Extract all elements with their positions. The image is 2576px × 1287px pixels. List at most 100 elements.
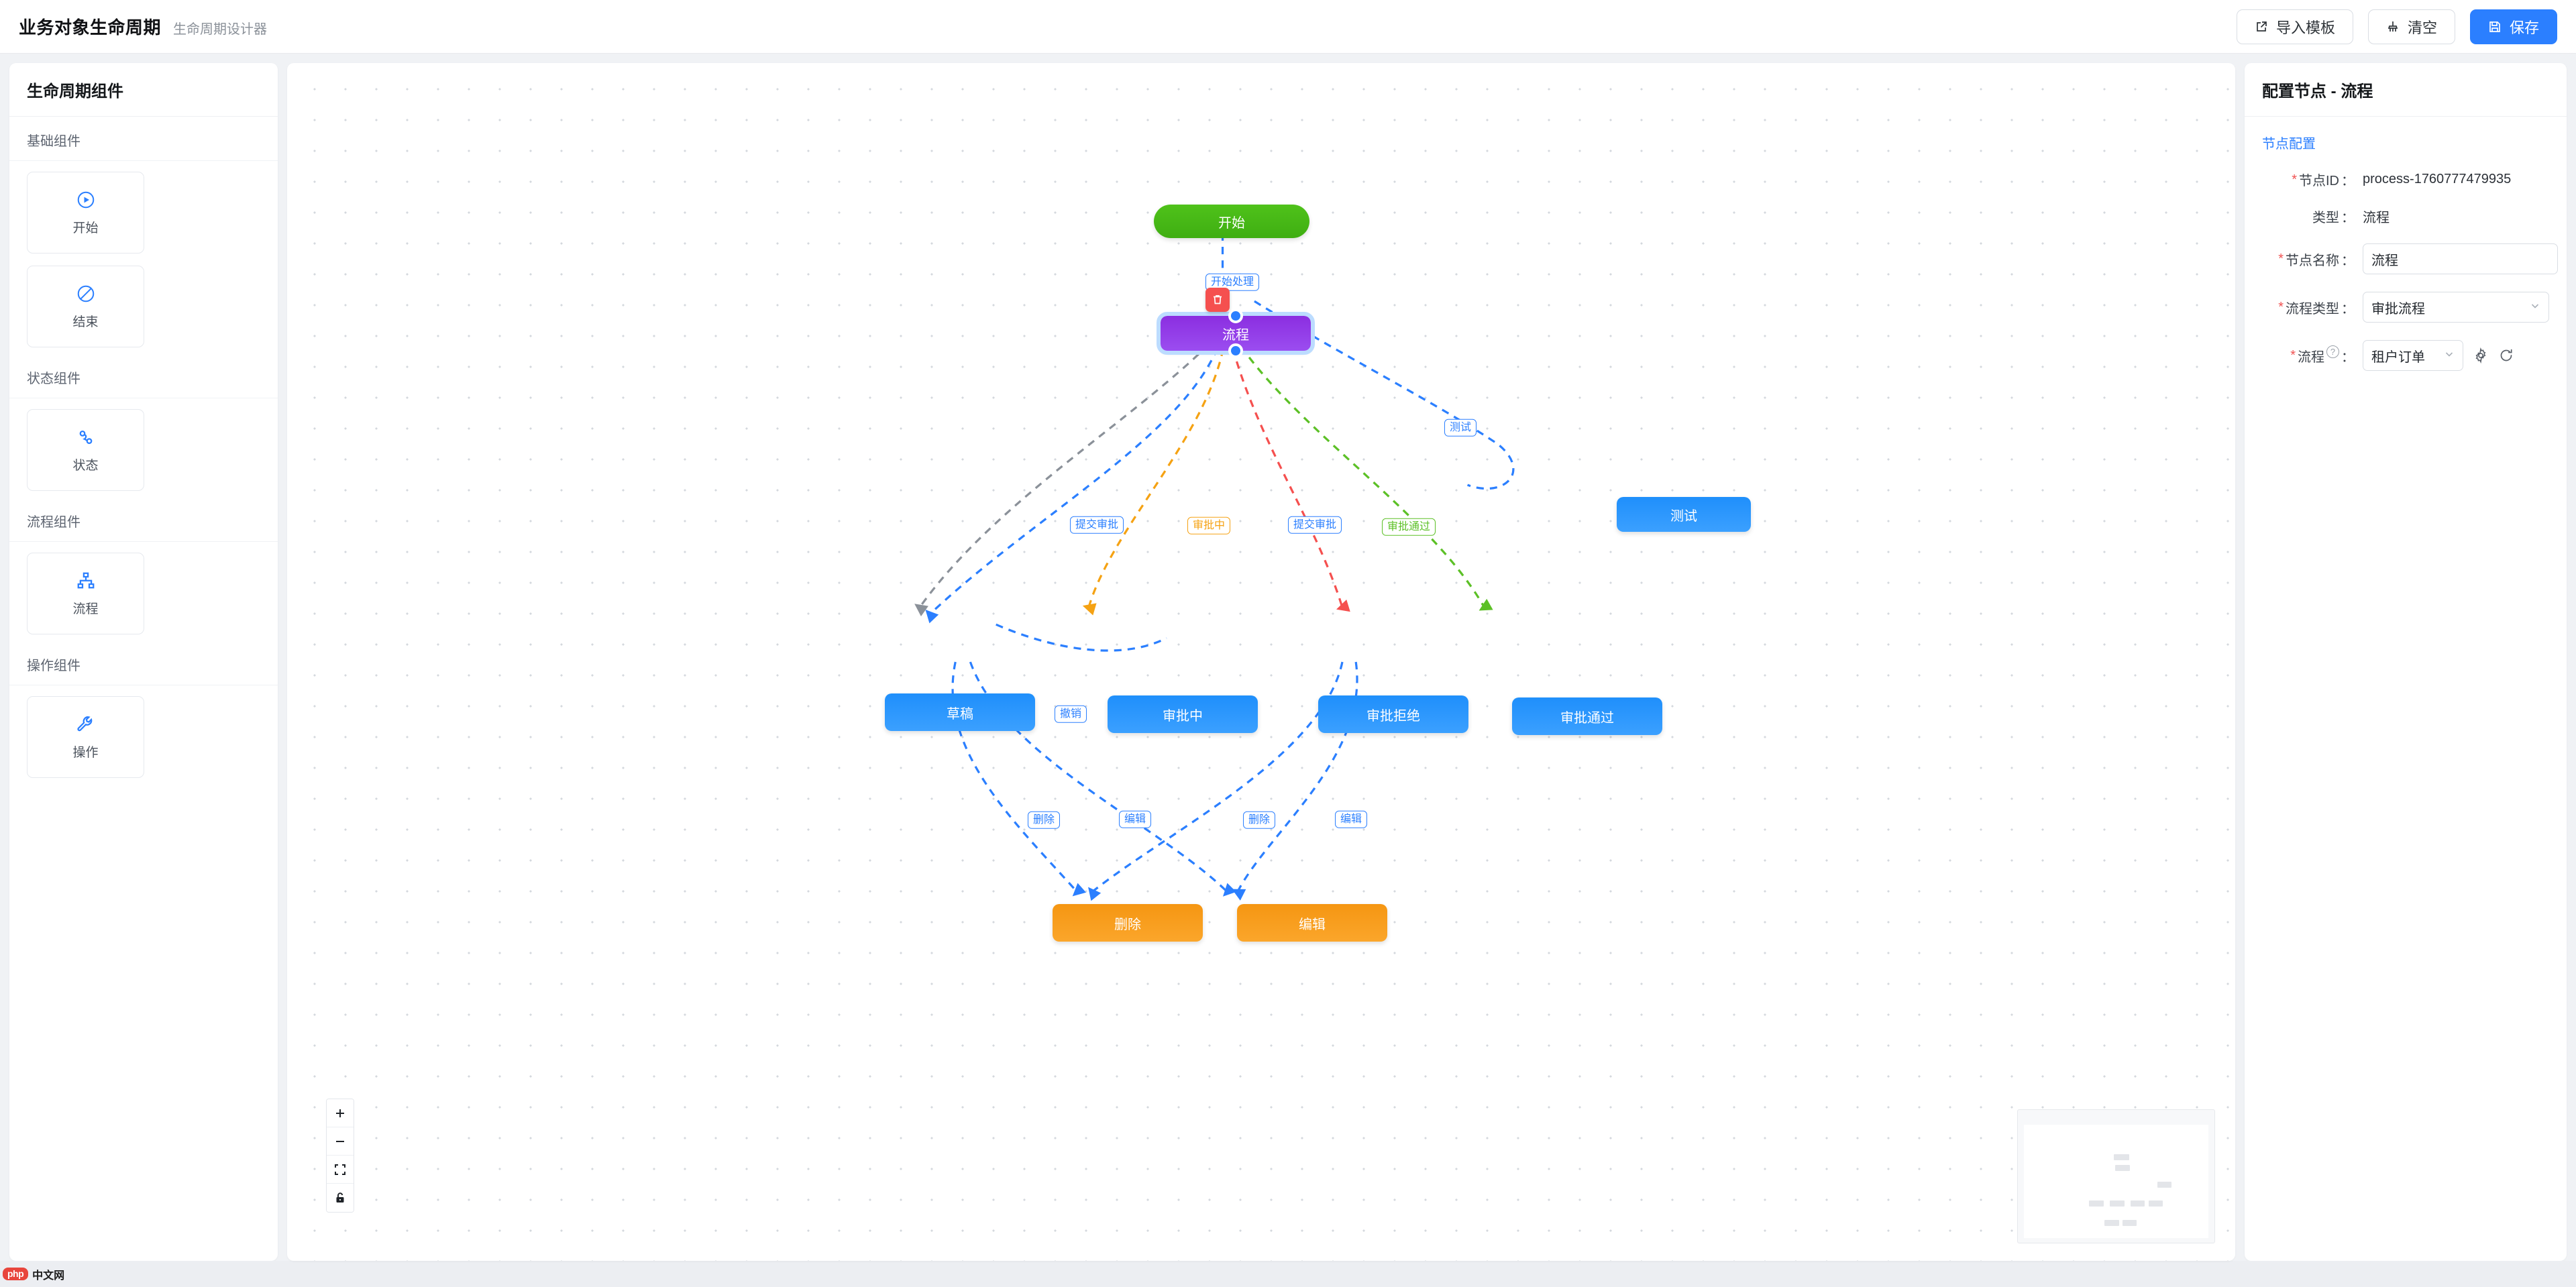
flow-node-approving[interactable]: 审批中 — [1108, 695, 1258, 733]
canvas-controls — [326, 1099, 354, 1213]
fit-view-button[interactable] — [327, 1156, 354, 1184]
minimap-node — [2089, 1200, 2104, 1207]
flow-node-test[interactable]: 测试 — [1617, 497, 1751, 532]
edge-label[interactable]: 审批中 — [1187, 516, 1231, 535]
header-title-group: 业务对象生命周期 生命周期设计器 — [19, 14, 267, 39]
connection-handle-bottom[interactable] — [1228, 343, 1243, 358]
page-title: 业务对象生命周期 — [19, 17, 162, 38]
clear-button[interactable]: 清空 — [2367, 9, 2455, 44]
flow-node-label: 审批拒绝 — [1366, 708, 1420, 724]
flow-canvas[interactable]: 开始流程测试草稿审批中审批拒绝审批通过删除编辑开始处理测试提交审批审批中提交审批… — [287, 63, 2235, 1261]
node-name-input[interactable] — [2363, 243, 2558, 274]
import-template-button[interactable]: 导入模板 — [2236, 9, 2353, 44]
zoom-out-button[interactable] — [327, 1127, 354, 1156]
flow-node-label: 草稿 — [947, 706, 973, 722]
node-config-link[interactable]: 节点配置 — [2262, 137, 2316, 152]
label-colon: ： — [2341, 301, 2355, 317]
field-node-name: * 节点名称 ： — [2262, 243, 2558, 274]
minimap-node — [2115, 1165, 2130, 1171]
footer-text: 中文网 — [32, 1270, 65, 1282]
palette-group-action: 操作 — [9, 685, 278, 785]
flow-node-draft[interactable]: 草稿 — [885, 693, 1035, 731]
save-label: 保存 — [2509, 19, 2539, 36]
palette-item-start[interactable]: 开始 — [27, 172, 144, 254]
edge-label[interactable]: 测试 — [1444, 418, 1477, 437]
edge-label[interactable]: 编辑 — [1334, 810, 1368, 829]
palette-item-end[interactable]: 结束 — [27, 266, 144, 347]
process-value: 租户订单 — [2371, 349, 2425, 365]
palette-item-state[interactable]: 状态 — [27, 409, 144, 491]
sidebar-title: 生命周期组件 — [9, 63, 278, 117]
palette-item-label: 流程 — [72, 602, 99, 616]
edge-label[interactable]: 提交审批 — [1287, 516, 1342, 535]
palette-group-title-action: 操作组件 — [9, 641, 278, 685]
palette-group-process: 流程 — [9, 542, 278, 641]
palette-group-basic: 开始 结束 — [9, 161, 278, 354]
import-icon — [2255, 20, 2268, 34]
label-colon: ： — [2341, 253, 2355, 268]
flow-graph: 开始流程测试草稿审批中审批拒绝审批通过删除编辑开始处理测试提交审批审批中提交审批… — [287, 63, 2235, 1261]
save-button[interactable]: 保存 — [2469, 9, 2557, 44]
flow-node-label: 编辑 — [1299, 917, 1326, 932]
play-circle-icon — [76, 190, 96, 210]
php-logo: php — [3, 1268, 29, 1280]
zoom-in-button[interactable] — [327, 1099, 354, 1127]
node-id-label-group: * 节点ID ： — [2262, 170, 2363, 189]
palette-group-title-process: 流程组件 — [9, 498, 278, 542]
flow-node-label: 审批中 — [1163, 708, 1203, 724]
minimap-node — [2149, 1200, 2163, 1207]
flow-node-edit[interactable]: 编辑 — [1237, 904, 1387, 942]
flow-node-approved[interactable]: 审批通过 — [1512, 697, 1662, 735]
flow-node-label: 删除 — [1114, 917, 1141, 932]
label-colon: ： — [2341, 349, 2355, 365]
flow-node-rejected[interactable]: 审批拒绝 — [1318, 695, 1468, 733]
edge-delete-button[interactable] — [1205, 288, 1230, 312]
label-colon: ： — [2341, 211, 2355, 225]
inspector-body: 节点配置 * 节点ID ： process-1760777479935 类型 ：… — [2245, 117, 2567, 404]
inspector-title: 配置节点 - 流程 — [2245, 63, 2567, 117]
minimap[interactable] — [2017, 1109, 2215, 1243]
node-type-label-group: 类型 ： — [2262, 207, 2363, 226]
process-type-select[interactable]: 审批流程 — [2363, 292, 2549, 323]
field-process-type: * 流程类型 ： 审批流程 — [2262, 292, 2549, 323]
palette-item-label: 开始 — [72, 221, 99, 235]
connection-handle-top[interactable] — [1228, 309, 1243, 323]
edge-label[interactable]: 编辑 — [1118, 810, 1152, 829]
edge-label[interactable]: 删除 — [1242, 811, 1276, 830]
lock-toggle-button[interactable] — [327, 1184, 354, 1212]
field-process: * 流程 ? ： 租户订单 — [2262, 340, 2549, 371]
process-type-value: 审批流程 — [2371, 301, 2425, 317]
palette-group-title-state: 状态组件 — [9, 354, 278, 398]
palette-item-label: 状态 — [72, 458, 99, 473]
flow-node-process[interactable]: 流程 — [1157, 309, 1315, 358]
edge-label[interactable]: 撤销 — [1054, 705, 1087, 724]
flow-node-start[interactable]: 开始 — [1154, 205, 1309, 238]
minimap-viewport — [2024, 1125, 2208, 1238]
refresh-icon[interactable] — [2498, 347, 2514, 363]
edge-label[interactable]: 审批通过 — [1381, 518, 1436, 537]
trash-icon — [1214, 295, 1222, 304]
flow-node-delete[interactable]: 删除 — [1053, 904, 1203, 942]
minimap-node — [2104, 1220, 2119, 1226]
flow-node-label: 流程 — [1222, 327, 1249, 343]
clear-label: 清空 — [2407, 19, 2437, 36]
node-name-label: 节点名称 — [2286, 253, 2339, 268]
process-type-label: 流程类型 — [2286, 301, 2339, 317]
edge-label[interactable]: 提交审批 — [1069, 516, 1124, 535]
edge-label[interactable]: 删除 — [1027, 811, 1061, 830]
minimap-node — [2131, 1200, 2145, 1207]
app-header: 业务对象生命周期 生命周期设计器 导入模板 清空 — [0, 0, 2576, 54]
minimap-node — [2110, 1200, 2125, 1207]
label-colon: ： — [2341, 174, 2355, 188]
palette-item-action[interactable]: 操作 — [27, 696, 144, 778]
palette-group-title-basic: 基础组件 — [9, 117, 278, 161]
process-select[interactable]: 租户订单 — [2363, 340, 2463, 371]
node-type-value: 流程 — [2363, 211, 2390, 225]
gear-icon[interactable] — [2473, 347, 2489, 363]
palette-item-process[interactable]: 流程 — [27, 553, 144, 634]
help-icon[interactable]: ? — [2326, 345, 2339, 358]
edge-layer — [914, 233, 1515, 901]
process-label: 流程 — [2298, 349, 2324, 365]
node-id-value: process-1760777479935 — [2363, 172, 2512, 186]
